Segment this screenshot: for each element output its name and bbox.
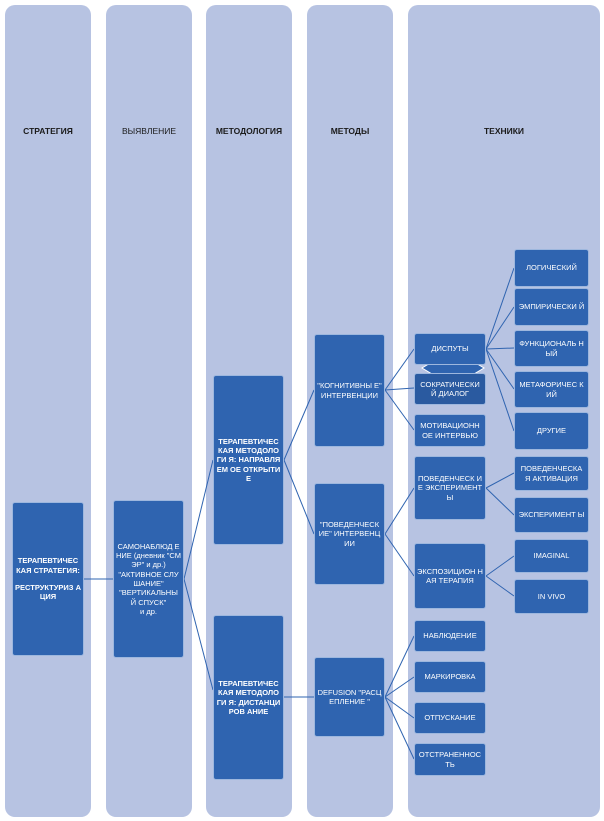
connector: [384, 387, 415, 391]
technique-experiments-box: ПОВЕДЕНЧЕСК ИЕ ЭКСПЕРИМЕНТ Ы: [414, 456, 486, 520]
technique-disputes-box: ДИСПУТЫ: [414, 333, 486, 365]
technique-marking-box: МАРКИРОВКА: [414, 661, 486, 693]
connector: [485, 555, 515, 577]
lane-detection: ВЫЯВЛЕНИЕ: [106, 5, 192, 817]
technique-logical-box: ЛОГИЧЕСКИЙ: [514, 249, 589, 287]
lane-strategy: СТРАТЕГИЯ: [5, 5, 91, 817]
lane-title-detection: ВЫЯВЛЕНИЕ: [121, 126, 177, 136]
connector: [485, 472, 515, 489]
detection-box-line3: "ВЕРТИКАЛЬНЫ Й СПУСК": [119, 588, 178, 607]
connector: [183, 578, 214, 691]
methodology-distance-box: ТЕРАПЕВТИЧЕС КАЯ МЕТОДОЛОГИ Я: ДИСТАНЦИР…: [213, 615, 284, 780]
lane-title-methods: МЕТОДЫ: [330, 126, 370, 136]
technique-release-box: ОТПУСКАНИЕ: [414, 702, 486, 734]
lane-title-strategy: СТРАТЕГИЯ: [23, 126, 73, 136]
method-cognitive-box: "КОГНИТИВНЫ Е" ИНТЕРВЕНЦИИ: [314, 334, 385, 447]
technique-metaphoric-box: МЕТАФОРИЧЕС КИЙ: [514, 371, 589, 408]
technique-detachment-box: ОТСТРАНЕННОС ТЬ: [414, 743, 486, 776]
method-defusion-box: DEFUSION "РАСЦЕПЛЕНИЕ ": [314, 657, 385, 737]
detection-box-line4: и др.: [140, 607, 157, 617]
technique-imaginal-box: IMAGINAL: [514, 539, 589, 573]
connector: [384, 696, 415, 760]
method-behavioral-box: "ПОВЕДЕНЧЕСК ИЕ" ИНТЕРВЕНЦИИ: [314, 483, 385, 585]
technique-empirical-box: ЭМПИРИЧЕСКИ Й: [514, 288, 589, 326]
strategy-box-line2: РЕСТРУКТУРИЗ АЦИЯ: [15, 583, 81, 602]
strategy-box-line1: ТЕРАПЕВТИЧЕС КАЯ СТРАТЕГИЯ:: [16, 556, 80, 575]
technique-functional-box: ФУНКЦИОНАЛЬ НЫЙ: [514, 330, 589, 367]
connector: [485, 267, 515, 350]
strategy-box: ТЕРАПЕВТИЧЕС КАЯ СТРАТЕГИЯ: РЕСТРУКТУРИЗ…: [12, 502, 84, 656]
connector: [384, 696, 415, 719]
connector: [384, 635, 415, 698]
technique-other-box: ДРУГИЕ: [514, 412, 589, 450]
methodology-open-box: ТЕРАПЕВТИЧЕС КАЯ МЕТОДОЛОГИ Я: НАПРАВЛЯЕ…: [213, 375, 284, 545]
technique-exposure-box: ЭКСПОЗИЦИОН НАЯ ТЕРАПИЯ: [414, 543, 486, 609]
technique-socratic-box: СОКРАТИЧЕСКИ Й ДИАЛОГ: [414, 373, 486, 405]
detection-box-line1: САМОНАБЛЮД ЕНИЕ (дневник "СМЭР" и др.): [116, 541, 182, 570]
connector: [485, 487, 515, 516]
connector: [384, 676, 415, 698]
technique-motivational-box: МОТИВАЦИОНН ОЕ ИНТЕРВЬЮ: [414, 414, 486, 447]
connector: [384, 533, 415, 577]
connector: [183, 459, 214, 580]
connector: [384, 487, 415, 535]
connector: [485, 306, 515, 350]
connector: [384, 389, 415, 431]
technique-in-vivo-box: IN VIVO: [514, 579, 589, 614]
connector: [485, 347, 515, 350]
lane-title-techniques: ТЕХНИКИ: [483, 126, 525, 136]
lane-title-methodology: МЕТОДОЛОГИЯ: [215, 126, 283, 136]
connector: [485, 575, 515, 597]
connector: [283, 459, 315, 535]
connector: [384, 348, 415, 391]
technique-observation-box: НАБЛЮДЕНИЕ: [414, 620, 486, 652]
connector: [485, 348, 515, 432]
connector: [485, 348, 515, 390]
detection-box: САМОНАБЛЮД ЕНИЕ (дневник "СМЭР" и др.) "…: [113, 500, 184, 658]
detection-box-line2: "АКТИВНОЕ СЛУШАНИЕ": [118, 569, 179, 588]
technique-right-experiments-box: ЭКСПЕРИМЕНТ Ы: [514, 497, 589, 533]
connector: [283, 389, 315, 461]
technique-behav-activation-box: ПОВЕДЕНЧЕСКА Я АКТИВАЦИЯ: [514, 456, 589, 491]
